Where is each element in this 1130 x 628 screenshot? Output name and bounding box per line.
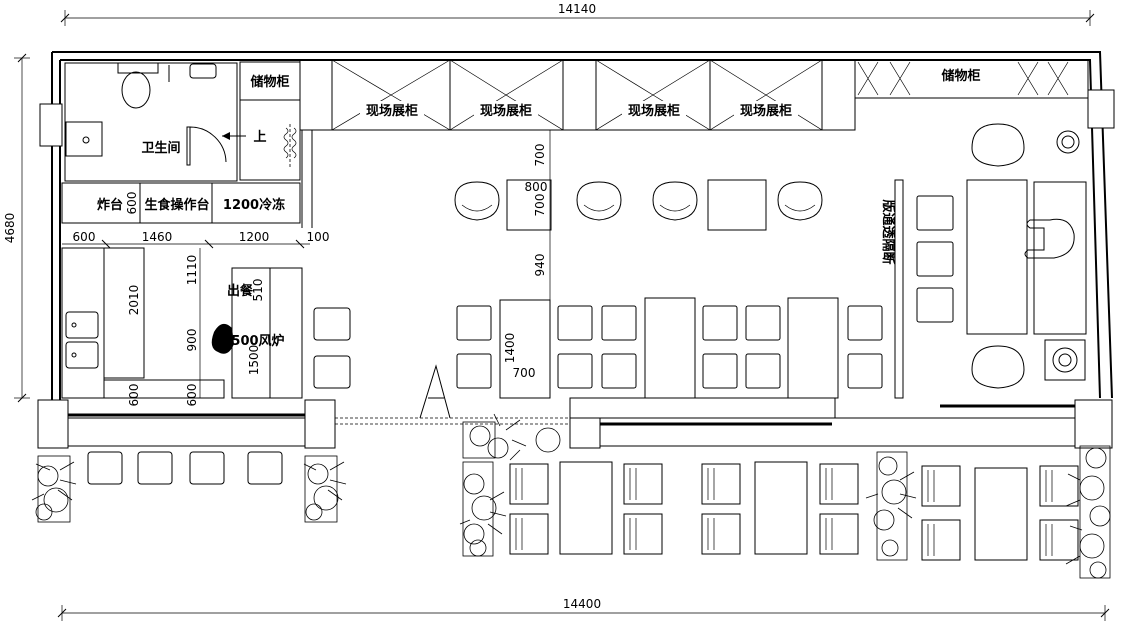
dining-dim-800: 800 bbox=[525, 180, 548, 194]
kitchen: 炸台 生食操作台 1200冷冻 600 600 1460 1200 100 20… bbox=[61, 182, 330, 407]
display-cabinet-label-4: 现场展柜 bbox=[740, 103, 792, 119]
kitchen-dim-900: 900 bbox=[185, 329, 199, 352]
partition-label: 版通透隔断 bbox=[880, 199, 896, 264]
central-seating bbox=[456, 297, 883, 399]
display-cabinet-label-3: 现场展柜 bbox=[628, 103, 680, 119]
display-cabinets: 现场展柜 现场展柜 现场展柜 现场展柜 bbox=[299, 59, 856, 131]
outer-walls bbox=[37, 51, 1115, 449]
dining-dim-700-c: 700 bbox=[513, 366, 536, 380]
kitchen-dim-1460: 1460 bbox=[142, 230, 173, 244]
kitchen-dim-1110: 1110 bbox=[185, 255, 199, 286]
person-figure bbox=[1024, 218, 1075, 259]
left-dimension-label: 4680 bbox=[3, 213, 17, 244]
dining-dim-940: 940 bbox=[533, 254, 547, 277]
plants bbox=[31, 413, 1111, 579]
toilet-bowl bbox=[121, 71, 151, 109]
storage-right-label: 储物柜 bbox=[940, 68, 980, 84]
toilet-room: 卫生间 上 bbox=[64, 62, 267, 182]
bottom-dimension: 14400 bbox=[57, 597, 1110, 621]
toilet-door bbox=[189, 126, 227, 163]
kitchen-dim-600: 600 bbox=[73, 230, 96, 244]
dining-area: 700 800 700 940 1400 700 bbox=[301, 123, 1087, 419]
fry-station-label: 炸台 bbox=[97, 197, 123, 213]
kitchen-dim-600-b: 600 bbox=[185, 384, 199, 407]
up-label: 上 bbox=[253, 130, 266, 145]
dining-dim-1400: 1400 bbox=[503, 333, 517, 364]
freezer-label: 1200冷冻 bbox=[223, 197, 285, 213]
kitchen-dim-100: 100 bbox=[307, 230, 330, 244]
outdoor-seating bbox=[87, 451, 1079, 561]
raw-food-prep-label: 生食操作台 bbox=[144, 197, 209, 213]
display-cabinet-label-2: 现场展柜 bbox=[480, 103, 532, 119]
kitchen-dim-2010: 2010 bbox=[127, 285, 141, 316]
dining-dim-700-a: 700 bbox=[533, 144, 547, 167]
top-dimension-label: 14140 bbox=[558, 2, 596, 16]
storage-left-label: 储物柜 bbox=[249, 74, 289, 90]
kitchen-dim-1500: 1500 bbox=[247, 345, 261, 376]
left-dimension: 4680 bbox=[3, 53, 30, 403]
storage-cabinet-right: 储物柜 bbox=[854, 59, 1089, 99]
kitchen-dim-600-top: 600 bbox=[125, 192, 139, 215]
sink-1 bbox=[65, 311, 99, 339]
serving-label: 出餐 bbox=[227, 283, 254, 299]
wind-stove-label: 500风炉 bbox=[231, 333, 284, 349]
kitchen-dim-600-a: 600 bbox=[127, 384, 141, 407]
dining-dim-700-b: 700 bbox=[533, 194, 547, 217]
display-cabinet-label-1: 现场展柜 bbox=[366, 103, 418, 119]
bottom-dimension-label: 14400 bbox=[563, 597, 601, 611]
storage-cabinet-left: 储物柜 bbox=[239, 61, 301, 181]
kitchen-dim-1200: 1200 bbox=[239, 230, 270, 244]
sink-2 bbox=[65, 341, 99, 369]
chef-figure bbox=[211, 323, 234, 354]
kitchen-dim-510: 510 bbox=[251, 279, 265, 302]
top-dimension: 14140 bbox=[60, 2, 1095, 26]
toilet-label: 卫生间 bbox=[141, 140, 180, 156]
